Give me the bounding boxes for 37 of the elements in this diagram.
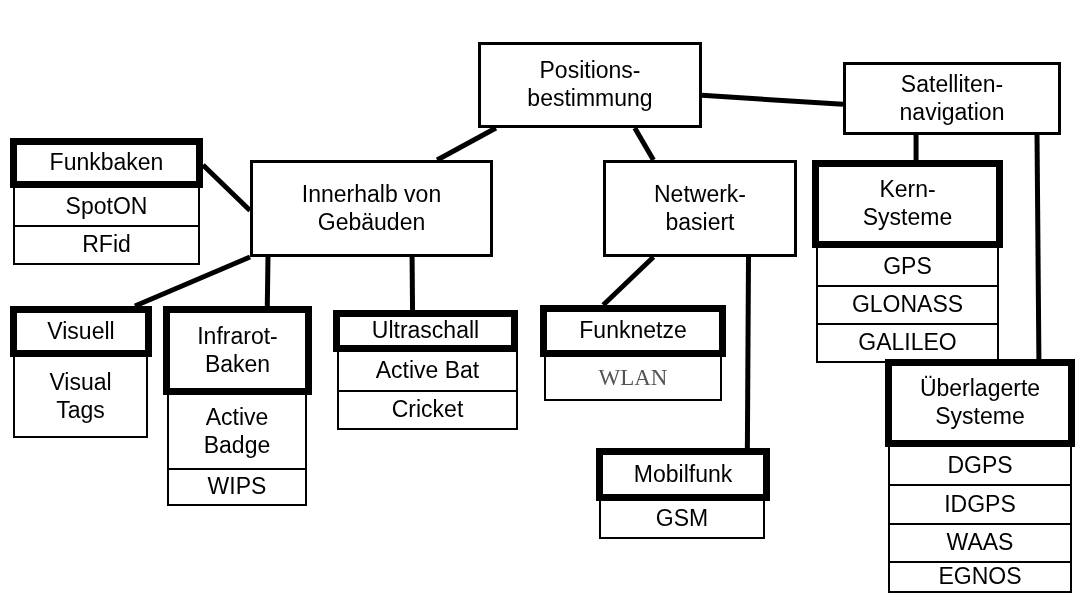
group-header-box: Infrarot-Baken (163, 306, 312, 395)
connector-line (1034, 134, 1042, 360)
entry-box: Visual Tags (13, 357, 148, 438)
entry-box: EGNOS (888, 563, 1072, 593)
group-header-box: Überlagerte Systeme (885, 359, 1075, 447)
connector-line (409, 256, 416, 311)
connector-line (201, 163, 252, 213)
entry-box: DGPS (888, 447, 1072, 486)
entry-box: WAAS (888, 525, 1072, 563)
entry-box: GSM (599, 501, 765, 539)
entry-box: SpotON (13, 188, 200, 227)
connector-line (264, 256, 271, 307)
connector-line (701, 92, 844, 107)
group-header-box: Mobilfunk (596, 448, 770, 501)
entry-box: GLONASS (816, 287, 999, 325)
entry-box: Cricket (337, 392, 518, 430)
group-header-box: Funkbaken (10, 138, 203, 188)
entry-box: IDGPS (888, 486, 1072, 525)
group-header-box: Kern-Systeme (812, 160, 1003, 248)
category-box: Satelliten- navigation (843, 62, 1061, 135)
category-box: Innerhalb von Gebäuden (250, 160, 493, 257)
group-header-box: Visuell (10, 306, 152, 357)
connector-line (744, 257, 751, 448)
group-header-box: Funknetze (540, 305, 726, 357)
entry-box: GALILEO (816, 325, 999, 363)
entry-box: Active Badge (167, 395, 307, 470)
connector-line (913, 135, 919, 160)
entry-box: GPS (816, 248, 999, 287)
entry-box: WLAN (544, 357, 722, 401)
category-box: Positions- bestimmung (478, 42, 702, 128)
entry-box: WIPS (167, 470, 307, 506)
entry-box: RFid (13, 227, 200, 265)
category-box: Netwerk- basiert (603, 160, 797, 257)
entry-box: Active Bat (337, 352, 518, 392)
connector-line (632, 126, 656, 162)
connector-line (601, 255, 656, 307)
group-header-box: Ultraschall (333, 310, 518, 352)
